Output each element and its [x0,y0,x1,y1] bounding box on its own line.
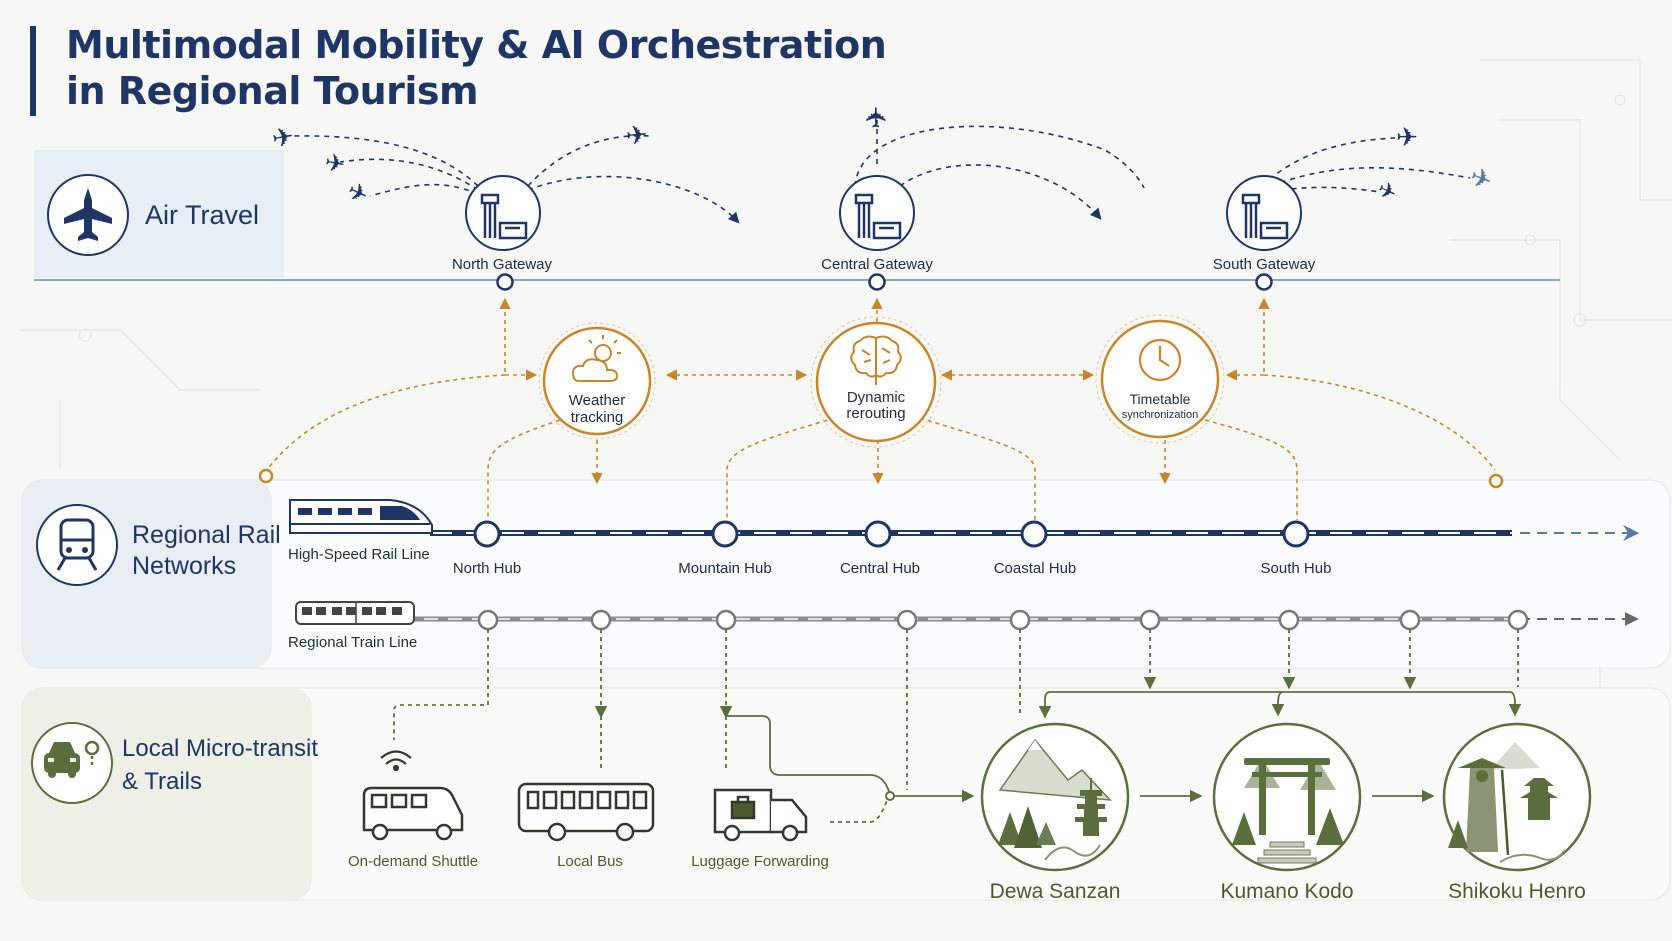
junction-node [885,791,895,801]
rail-lane-icon [36,504,118,586]
hub-label-coastal: Coastal Hub [994,560,1077,577]
regional-station [1399,609,1421,631]
regional-train-icon [295,601,415,625]
destination-kumano-kodo [1212,722,1362,872]
rail-lane-label-line-1: Regional Rail [132,521,281,549]
regional-station [896,609,918,631]
shuttle-van-icon [362,786,464,841]
air-lane-label: Air Travel [145,200,259,230]
regional-station [477,609,499,631]
local-lane-icon [31,722,113,804]
shuttle-van-vehicle [362,750,464,841]
control-tower-icon [1241,193,1289,240]
destination-label-kumano-kodo: Kumano Kodo [1220,880,1353,903]
regional-station [1009,609,1031,631]
regional-station [1139,609,1161,631]
car-pin-icon [44,740,100,778]
destination-shikoku-henro [1442,722,1592,872]
title-line-2: in Regional Tourism [66,69,479,113]
train-icon [56,518,98,571]
hub-label-south: South Hub [1261,560,1332,577]
hub-node-north [473,520,501,548]
gateway-node-central [868,273,886,291]
gateway-south [1226,175,1302,251]
ai-node-weather-line-1: Weather [569,392,625,409]
title-accent-bar [30,26,36,116]
high-speed-rail-label: High-Speed Rail Line [288,546,430,563]
airplane-icon: ✈ [270,122,297,155]
wifi-icon [380,750,412,772]
regional-station [715,609,737,631]
airplane-icon: ✈ [343,176,373,210]
ai-node-weather-line-2: tracking [571,409,624,426]
airplane-icon: ✈ [860,106,893,129]
airplane-icon: ✈ [1396,123,1418,153]
airplane-icon: ✈ [625,120,649,152]
ai-node-rerouting-line-1: Dynamic [847,389,906,406]
hub-node-mountain [711,520,739,548]
rail-link-node-left [258,468,274,484]
luggage-truck-vehicle [713,788,808,842]
destination-label-dewa-sanzan: Dewa Sanzan [990,880,1121,903]
title-line-1: Multimodal Mobility & AI Orchestration [66,23,887,67]
hub-label-north: North Hub [453,560,521,577]
gateway-label-north: North Gateway [452,256,553,273]
ai-node-weather [538,322,656,440]
ai-node-rerouting [810,316,942,448]
hub-node-coastal [1020,520,1048,548]
local-lane-label-line-1: Local Micro-transit [122,735,318,762]
airplane-icon: ✈ [323,148,348,179]
bus-vehicle [517,782,655,842]
ai-node-rerouting-line-2: rerouting [846,405,905,422]
destination-label-shikoku-henro: Shikoku Henro [1448,880,1586,903]
clock-icon [1138,338,1182,382]
pilgrim-temple-icon [1448,742,1566,863]
local-lane-label-line-2: & Trails [122,768,202,795]
title-text: Multimodal Mobility & AI Orchestration i… [66,22,966,114]
torii-gate-icon [1232,758,1344,864]
gateway-node-south [1255,273,1273,291]
air-lane-icon [47,174,129,256]
hub-label-central: Central Hub [840,560,920,577]
airplane-icon: ✈ [1466,162,1497,198]
control-tower-icon [854,193,902,240]
destination-dewa-sanzan [980,722,1130,872]
gateway-node-north [496,273,514,291]
ai-node-timetable [1095,314,1225,444]
gateway-label-south: South Gateway [1213,256,1316,273]
regional-station [590,609,612,631]
rail-lane-label-line-2: Networks [132,552,236,580]
airplane-icon: ✈ [1373,177,1400,207]
high-speed-train-icon [289,499,433,534]
bus-icon [517,782,655,842]
luggage-truck-icon [713,788,808,842]
control-tower-icon [480,193,528,240]
mountain-pagoda-icon [998,738,1112,861]
hub-label-mountain: Mountain Hub [678,560,771,577]
ai-node-timetable-line-1: Timetable [1130,391,1191,407]
gateway-central [839,175,915,251]
background-circuit-lines [20,59,1672,761]
rail-link-node-right [1488,473,1504,489]
regional-station [1278,609,1300,631]
gateway-north [465,175,541,251]
local-connectors [393,629,1522,823]
ai-node-timetable-line-2: synchronization [1122,409,1198,421]
hub-node-south [1282,520,1310,548]
brain-icon [850,335,902,385]
hub-node-central [864,520,892,548]
regional-train-label: Regional Train Line [288,634,417,651]
regional-station [1507,609,1529,631]
ai-connectors [266,297,1496,520]
airplane-icon [64,188,112,241]
vehicle-label-luggage: Luggage Forwarding [691,853,829,870]
cloud-sun-icon [571,335,621,382]
gateway-label-central: Central Gateway [821,256,933,273]
vehicle-label-bus: Local Bus [557,853,623,870]
vehicle-label-shuttle: On-demand Shuttle [348,853,478,870]
